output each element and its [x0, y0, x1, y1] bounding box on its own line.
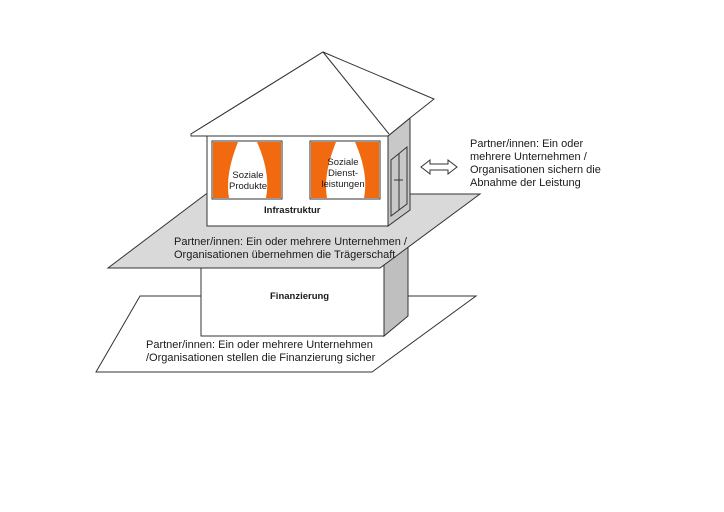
window-left-label: Soziale Produkte [228, 170, 268, 192]
curtain-right-b [355, 142, 379, 198]
financing-block-front [200, 261, 385, 337]
roof [190, 51, 435, 137]
partner-right-label: Partner/innen: Ein oder mehrere Unterneh… [470, 138, 601, 189]
finanzierung-label: Finanzierung [270, 291, 330, 302]
double-arrow-icon [420, 158, 458, 176]
window-right-label: Soziale Dienst- leistungen [321, 157, 365, 190]
partner-middle-label: Partner/innen: Ein oder mehrere Unterneh… [174, 236, 407, 261]
curtain-left-b [257, 142, 281, 198]
partner-bottom-label: Partner/innen: Ein oder mehrere Unterneh… [146, 339, 376, 364]
infrastruktur-label: Infrastruktur [264, 205, 321, 216]
side-door [390, 145, 408, 217]
curtain-left-a [213, 142, 238, 198]
curtain-right-a [311, 142, 336, 198]
